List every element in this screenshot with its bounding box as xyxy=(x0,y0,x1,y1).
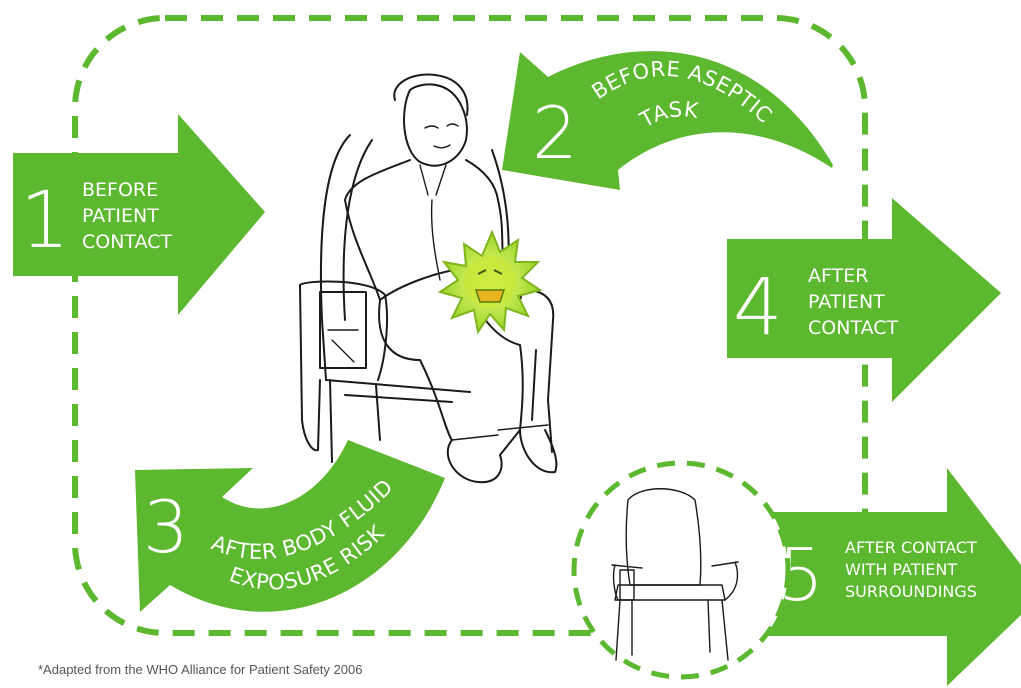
moment-5-label-line-1: AFTER CONTACT xyxy=(845,538,977,557)
germ-icon xyxy=(440,232,540,332)
moment-2-number: 2 xyxy=(532,91,578,175)
moment-4-label-line-1: AFTER xyxy=(808,265,868,287)
moment-4-label-line-2: PATIENT xyxy=(808,291,885,313)
moment-1-label-line-3: CONTACT xyxy=(82,231,172,253)
moment-5-label-line-3: SURROUNDINGS xyxy=(845,582,977,601)
moment-4-label-line-3: CONTACT xyxy=(808,317,898,339)
moment-1-number: 1 xyxy=(20,176,70,266)
moment-1-label-line-2: PATIENT xyxy=(82,205,159,227)
moment-4-number: 4 xyxy=(733,263,783,353)
moment-3-number: 3 xyxy=(143,485,189,569)
surroundings-zone-circle xyxy=(574,463,788,677)
moment-5-label-line-2: WITH PATIENT xyxy=(845,560,957,579)
footnote: *Adapted from the WHO Alliance for Patie… xyxy=(38,662,362,677)
moment-1-label-line-1: BEFORE xyxy=(82,179,158,201)
